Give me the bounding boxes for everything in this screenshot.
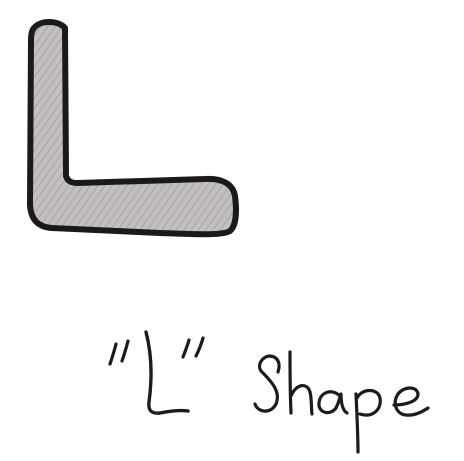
caption-close-quote [183, 338, 203, 357]
caption-letter-l [146, 332, 188, 413]
caption-open-quote [110, 341, 128, 364]
figure-caption: “L” Shape [230, 457, 235, 459]
l-shape-profile [30, 22, 236, 234]
caption-word-shape [255, 352, 428, 452]
